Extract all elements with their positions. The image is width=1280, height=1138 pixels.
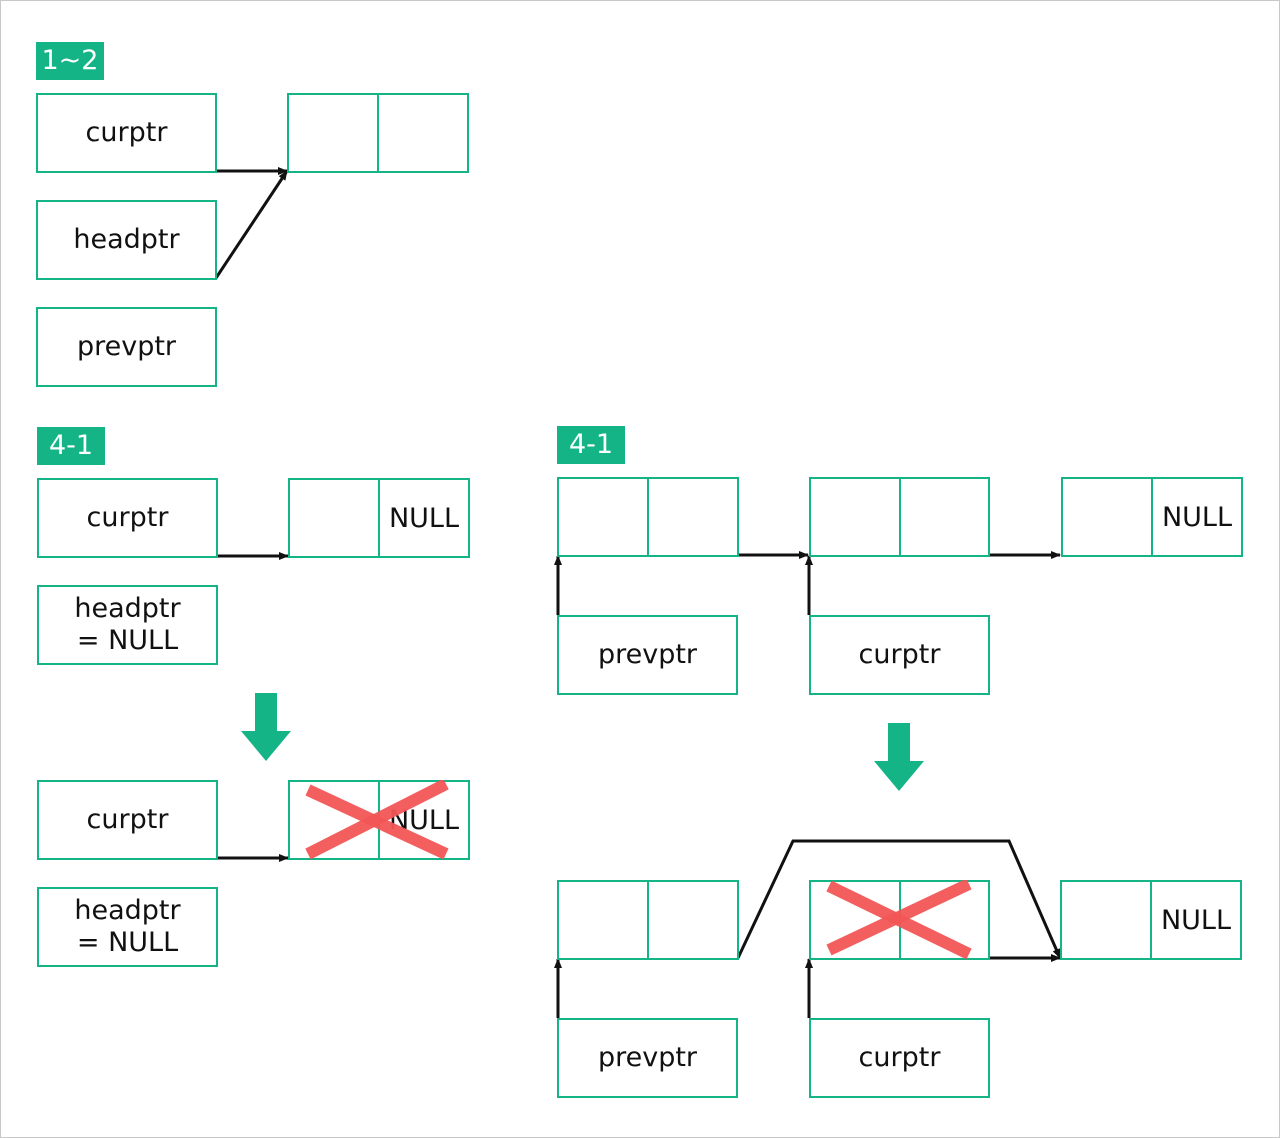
list-node-2 [809,477,990,557]
curptr-box: curptr [809,1018,990,1098]
curptr-box: curptr [37,780,218,860]
curptr-box: curptr [37,478,218,558]
node-data-cell [557,880,649,960]
node-data-cell [287,93,379,173]
list-node-3: NULL [1060,880,1242,960]
node-data-cell [557,477,649,557]
node-next-cell: NULL [380,478,470,558]
prevptr-box: prevptr [36,307,217,387]
curptr-box: curptr [36,93,217,173]
step-tag: 4-1 [557,426,625,464]
node-next-cell [379,93,469,173]
down-arrow-icon [241,693,291,761]
down-arrow-icon [874,723,924,791]
prevptr-box: prevptr [557,615,738,695]
step-tag: 1~2 [36,42,104,80]
node-next-cell [900,477,990,557]
node-data-cell [1061,477,1153,557]
list-node-3: NULL [1061,477,1243,557]
node-next-cell: NULL [1153,477,1243,557]
delete-cross-icon [826,880,972,960]
curptr-box: curptr [809,615,990,695]
list-node-1 [557,880,739,960]
node-data-cell [1060,880,1152,960]
list-node [287,93,469,173]
node-next-cell: NULL [1152,880,1242,960]
prevptr-box: prevptr [557,1018,738,1098]
headptr-box: headptr = NULL [37,887,218,967]
node-data-cell [288,478,380,558]
step-tag: 4-1 [37,427,105,465]
headptr-box: headptr [36,200,217,280]
list-node: NULL [288,478,470,558]
delete-cross-icon [305,780,449,860]
headptr-link [214,170,289,279]
bypass-link [736,839,1062,959]
headptr-box: headptr = NULL [37,585,218,665]
node-next-cell [649,477,739,557]
node-next-cell [649,880,739,960]
list-node-1 [557,477,739,557]
node-data-cell [809,477,901,557]
